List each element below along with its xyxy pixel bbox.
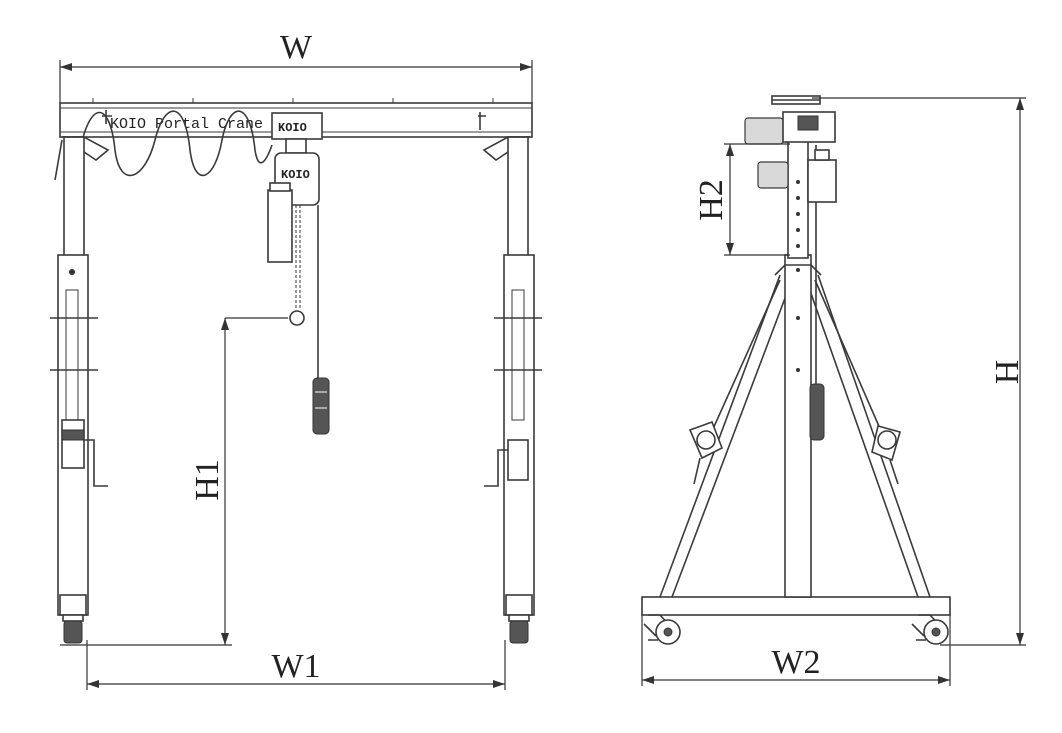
label-h: H [989,360,1026,385]
left-leg [50,136,110,644]
cable-right [814,279,886,441]
winch-right [871,425,901,485]
pendant-control [809,383,825,441]
dimension-w2: W2 [641,615,951,686]
trolley-logo: KOIO [278,121,307,135]
front-view: W KOIO Portal Crane [50,29,542,690]
dimension-w: W [59,29,533,104]
top-trolley [744,95,837,203]
dimension-h1: H1 [60,317,288,646]
cable-left [707,279,781,441]
label-h1: H1 [189,459,226,501]
right-leg [482,136,542,644]
side-view: H2 H W2 [641,95,1026,686]
dimension-w1: W1 [86,640,506,690]
label-h2: H2 [693,179,730,221]
base-beam [641,596,951,616]
caster-left [643,614,681,645]
winch-left [688,420,724,485]
festoon-cable [79,110,273,177]
chain-hoist: KOIO KOIO [267,112,330,435]
label-w1: W1 [271,648,320,685]
label-w2: W2 [771,644,820,681]
hoist-logo: KOIO [281,168,310,182]
label-w: W [280,29,313,66]
mast [774,139,822,598]
caster-right [911,614,949,645]
dimension-h2: H2 [693,143,790,256]
dimension-h: H [812,97,1026,646]
